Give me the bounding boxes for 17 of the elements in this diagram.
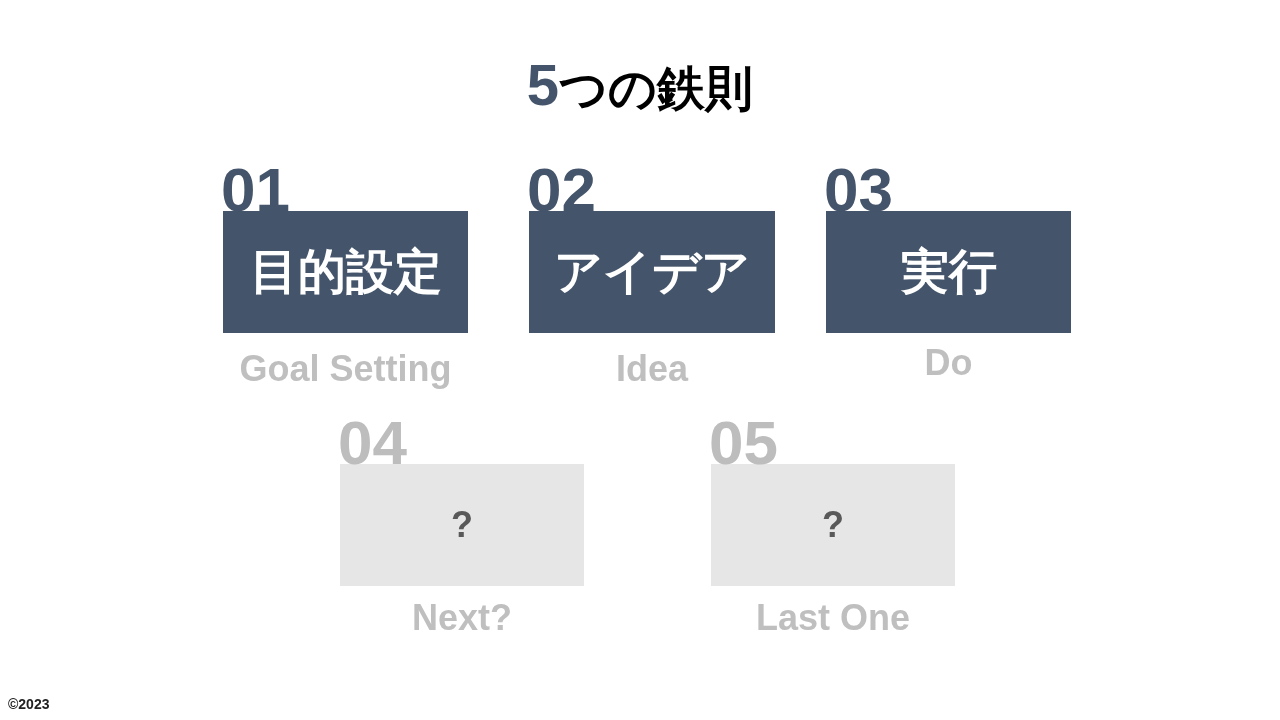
step-title: ? [451,503,473,547]
step-number: 01 [221,159,290,221]
step-caption: Goal Setting [239,347,452,391]
step-title: 実行 [900,244,997,301]
copyright-note: ©2023 [8,696,50,713]
step-title: アイデア [554,244,750,301]
step-title: ? [822,503,844,547]
slide-title: 5つの鉄則 [526,51,754,119]
step-number: 04 [338,412,407,474]
step-number: 03 [824,159,893,221]
step-caption: Idea [615,347,688,391]
step-number: 02 [527,159,596,221]
step-number: 05 [709,412,778,474]
step-title: 目的設定 [249,244,442,301]
step-caption: Next? [412,596,512,640]
step-caption: Do [924,341,973,385]
step-caption: Last One [755,596,910,640]
